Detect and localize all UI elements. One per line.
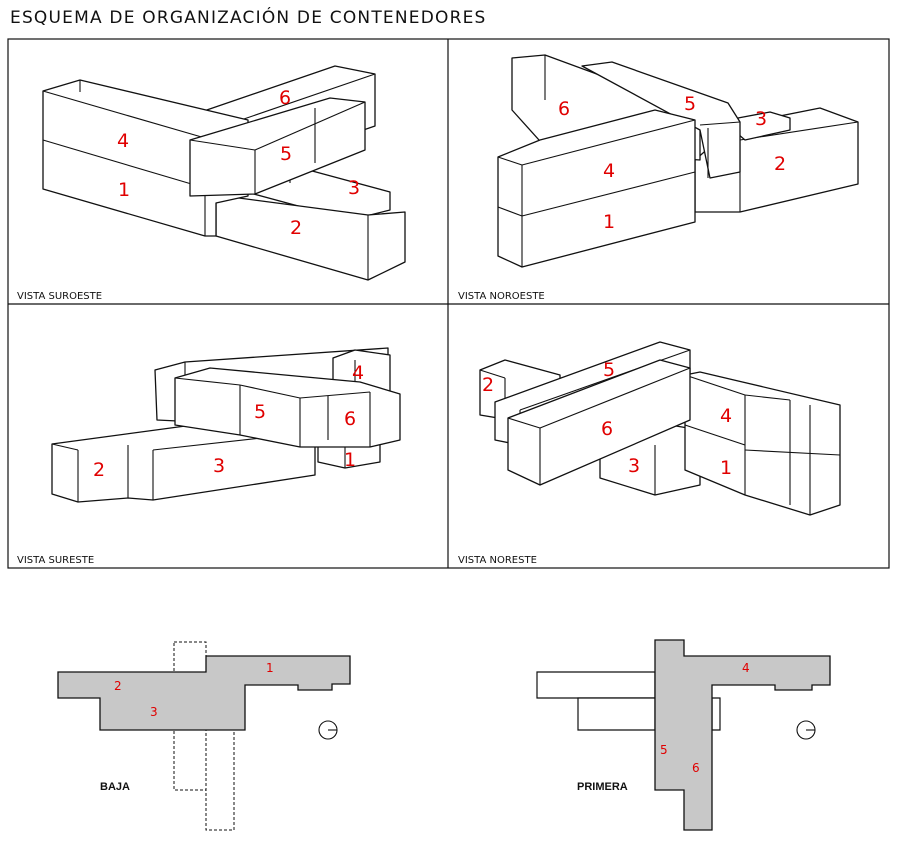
view-sureste: 4 5 6 1 2 3 VISTA SURESTE bbox=[17, 347, 401, 566]
container-number: 4 bbox=[720, 405, 732, 427]
container-number: 5 bbox=[254, 401, 266, 423]
container-number: 6 bbox=[692, 761, 700, 775]
container-number: 6 bbox=[279, 87, 291, 109]
container-number: 3 bbox=[628, 455, 640, 477]
container-number: 1 bbox=[344, 449, 356, 471]
plan-label: PRIMERA bbox=[577, 781, 628, 793]
container-number: 3 bbox=[755, 108, 767, 130]
container-number: 4 bbox=[352, 362, 364, 384]
container-number: 2 bbox=[482, 374, 494, 396]
container-number: 2 bbox=[114, 679, 122, 693]
container-number: 3 bbox=[213, 455, 225, 477]
plan-label: BAJA bbox=[100, 781, 130, 793]
container-number: 3 bbox=[150, 705, 158, 719]
container-number: 6 bbox=[344, 408, 356, 430]
view-label: VISTA SURESTE bbox=[17, 555, 94, 566]
view-suroeste: 4 1 6 5 3 2 VISTA SUROESTE bbox=[17, 65, 406, 302]
container-number: 4 bbox=[742, 661, 750, 675]
container-number: 2 bbox=[290, 217, 302, 239]
views-frame bbox=[7, 38, 890, 569]
container-number: 5 bbox=[280, 143, 292, 165]
container-number: 2 bbox=[93, 459, 105, 481]
container-number: 1 bbox=[603, 211, 615, 233]
view-label: VISTA SUROESTE bbox=[17, 291, 102, 302]
plan-primera: 4 5 6 PRIMERA bbox=[536, 639, 831, 831]
container-number: 4 bbox=[117, 130, 129, 152]
container-number: 4 bbox=[603, 160, 615, 182]
container-number: 1 bbox=[266, 661, 274, 675]
container-number: 1 bbox=[118, 179, 130, 201]
container-number: 5 bbox=[684, 93, 696, 115]
view-noroeste: 6 5 3 2 4 1 VISTA NOROESTE bbox=[458, 54, 859, 302]
view-label: VISTA NOROESTE bbox=[458, 291, 545, 302]
container-number: 6 bbox=[601, 418, 613, 440]
container-number: 2 bbox=[774, 153, 786, 175]
plan-baja: 2 3 1 BAJA bbox=[57, 641, 351, 831]
container-number: 3 bbox=[348, 177, 360, 199]
view-label: VISTA NORESTE bbox=[458, 555, 537, 566]
container-number: 5 bbox=[660, 743, 668, 757]
container-number: 5 bbox=[603, 359, 615, 381]
view-noreste: 2 5 6 3 4 1 VISTA NORESTE bbox=[458, 341, 841, 566]
container-number: 1 bbox=[720, 457, 732, 479]
page-title: ESQUEMA DE ORGANIZACIÓN DE CONTENEDORES bbox=[10, 8, 487, 28]
container-number: 6 bbox=[558, 98, 570, 120]
